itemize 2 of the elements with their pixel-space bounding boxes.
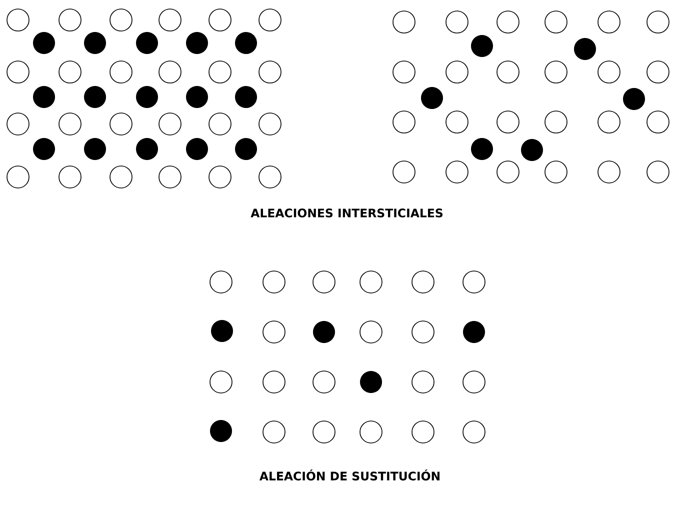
caption: ALEACIÓN DE SUSTITUCIÓN [259, 469, 440, 480]
caption: ALEACIONES INTERSTICIALES [250, 208, 442, 218]
